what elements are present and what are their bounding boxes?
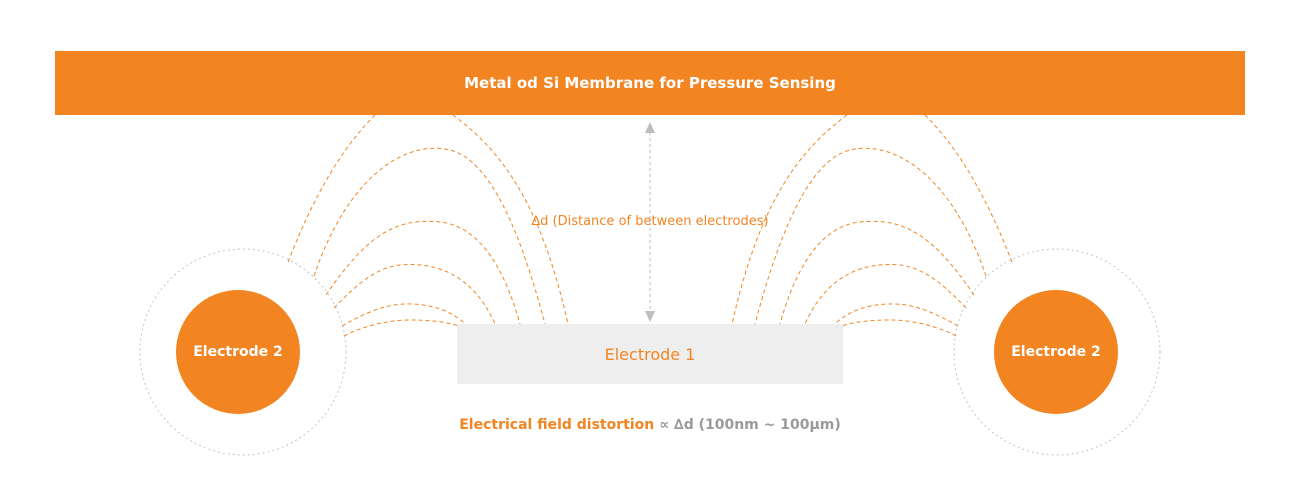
field-line — [343, 319, 459, 337]
caption: Electrical field distortion ∝ ∆d (100nm … — [350, 417, 950, 433]
field-line — [779, 220, 975, 325]
field-line — [452, 114, 569, 325]
field-line — [287, 114, 376, 263]
membrane: Metal od Si Membrane for Pressure Sensin… — [55, 51, 1245, 115]
caption-main: Electrical field distortion — [459, 417, 655, 433]
field-line — [731, 114, 848, 325]
electrode2-right-ring — [953, 248, 1161, 456]
membrane-label: Metal od Si Membrane for Pressure Sensin… — [464, 74, 836, 92]
field-line — [313, 147, 546, 325]
electrode-2-left-label: Electrode 2 — [193, 344, 283, 360]
field-line — [754, 147, 987, 325]
field-line — [325, 220, 521, 325]
caption-rest: ∝ ∆d (100nm ~ 100μm) — [654, 417, 841, 433]
field-line — [804, 263, 967, 325]
field-line — [834, 303, 959, 327]
electrode-2-left: Electrode 2 — [176, 290, 300, 414]
field-line — [341, 303, 466, 327]
electrode2-left-ring — [139, 248, 347, 456]
electrode-1: Electrode 1 — [457, 324, 843, 384]
distance-arrow-head-down — [645, 311, 655, 322]
field-line — [841, 319, 957, 337]
electrode-2-right: Electrode 2 — [994, 290, 1118, 414]
distance-label: ∆d (Distance of between electrodes) — [531, 214, 769, 229]
distance-arrow-head-up — [645, 122, 655, 133]
field-line — [924, 114, 1013, 263]
electrode-1-label: Electrode 1 — [604, 344, 696, 364]
field-line — [333, 263, 496, 325]
electrode-2-right-label: Electrode 2 — [1011, 344, 1101, 360]
